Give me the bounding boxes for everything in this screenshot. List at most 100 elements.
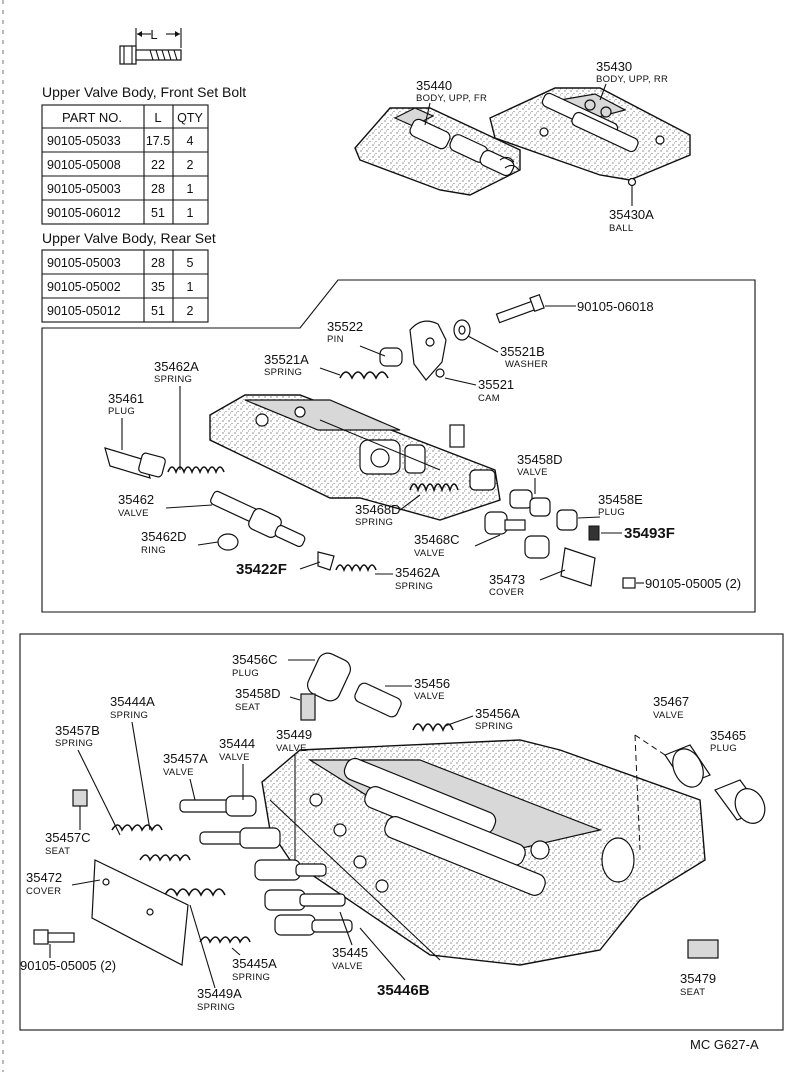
part-number: 35473 xyxy=(489,572,525,587)
part-name: SPRING xyxy=(154,374,192,385)
valve-35467 xyxy=(664,744,711,788)
part-number: 35445 xyxy=(332,945,368,960)
part-number: 35521B xyxy=(500,344,545,359)
rear-bolt-table xyxy=(41,249,209,323)
part-number: 35521A xyxy=(264,352,309,367)
part-number: 35462 xyxy=(118,492,154,507)
part-name: RING xyxy=(141,545,166,556)
bolt-hole xyxy=(146,908,154,916)
part-name: SEAT xyxy=(235,702,260,713)
part-number: 35444 xyxy=(219,736,255,751)
table-cell: 1 xyxy=(187,182,194,196)
middle-section-frame xyxy=(41,279,756,613)
part-name: SPRING xyxy=(110,710,148,721)
part-number: 35444A xyxy=(110,694,155,709)
spring xyxy=(339,371,389,380)
leader-line xyxy=(289,696,301,701)
table-cell: 2 xyxy=(187,304,194,318)
part-number: 35493F xyxy=(624,525,675,542)
part-name: PLUG xyxy=(108,406,135,417)
table-cell: 90105-06012 xyxy=(47,206,121,220)
leader-line xyxy=(467,335,499,353)
check-ball xyxy=(627,177,637,187)
front-table-title: Upper Valve Body, Front Set Bolt xyxy=(42,84,246,100)
part-name: PIN xyxy=(327,334,344,345)
leader-line xyxy=(197,541,219,546)
bolt-icon xyxy=(622,577,636,589)
leader-line xyxy=(77,749,121,836)
bolt-icon xyxy=(33,929,75,945)
part-number: 35449 xyxy=(276,727,312,742)
bolt-icon xyxy=(119,28,182,65)
part-number: 35430 xyxy=(596,59,632,74)
part-number: 35456 xyxy=(414,676,450,691)
leader-line xyxy=(339,911,353,946)
table-cell: 51 xyxy=(151,304,165,318)
leader-line xyxy=(539,569,566,581)
table-cell: 90105-05012 xyxy=(47,304,121,318)
table-cell: 5 xyxy=(187,256,194,270)
table-cell: 2 xyxy=(187,158,194,172)
spring xyxy=(167,466,225,475)
part-number: 35468C xyxy=(414,532,460,547)
valve-35468c xyxy=(484,511,550,559)
part-number: 35468D xyxy=(355,502,401,517)
part-name: SEAT xyxy=(680,987,705,998)
table-cell: 35 xyxy=(151,280,165,294)
part-number: 35457B xyxy=(55,723,100,738)
table-cell: 22 xyxy=(151,158,165,172)
valve-35458d xyxy=(509,489,551,517)
part-name: PLUG xyxy=(598,507,625,518)
part-name: VALVE xyxy=(517,467,548,478)
spring xyxy=(111,824,163,832)
plug-valve-35461 xyxy=(104,447,166,479)
part-name: CAM xyxy=(478,393,500,404)
table-cell: 17.5 xyxy=(146,134,170,148)
bolt-hole xyxy=(102,878,110,886)
table-cell: 28 xyxy=(151,256,165,270)
leader-line xyxy=(319,367,341,376)
part-name: PLUG xyxy=(232,668,259,679)
table-cell: 90105-05008 xyxy=(47,158,121,172)
part-number: 35430A xyxy=(609,207,654,222)
part-number: 35457A xyxy=(163,751,208,766)
bottom-section-frame xyxy=(19,633,784,1031)
part-name: VALVE xyxy=(219,752,250,763)
leader-line xyxy=(189,778,196,801)
rear-table-title: Upper Valve Body, Rear Set xyxy=(42,230,216,246)
leader-line xyxy=(359,927,406,981)
seat xyxy=(687,939,719,959)
table-cell: 1 xyxy=(187,280,194,294)
leader-line xyxy=(444,715,474,727)
leader-line xyxy=(71,879,101,886)
part-number: 35449A xyxy=(197,986,242,1001)
leader-line xyxy=(165,504,213,509)
part-name: SPRING xyxy=(232,972,270,983)
spring xyxy=(164,888,226,897)
part-name: PLUG xyxy=(710,743,737,754)
table-cell: 28 xyxy=(151,182,165,196)
plunger-valves xyxy=(179,795,353,936)
part-number: 35462A xyxy=(154,359,199,374)
leader-line xyxy=(599,83,607,101)
part-number: 35457C xyxy=(45,830,91,845)
part-number: 35446B xyxy=(377,982,430,999)
figure-code: MC G627-A xyxy=(690,1037,759,1052)
table-cell: 90105-05003 xyxy=(47,256,121,270)
table-cell: 4 xyxy=(187,134,194,148)
ring xyxy=(217,533,239,551)
part-name: SPRING xyxy=(264,367,302,378)
cam-plate xyxy=(409,319,471,381)
part-number: 90105-05005 (2) xyxy=(20,958,116,973)
table-cell: 90105-05003 xyxy=(47,182,121,196)
leader-line xyxy=(577,516,601,519)
part-number: 35445A xyxy=(232,956,277,971)
spring xyxy=(139,854,191,862)
leader-line xyxy=(474,534,501,547)
mid-bolt xyxy=(495,293,545,324)
part-number: 35467 xyxy=(653,694,689,709)
clip xyxy=(317,551,335,571)
leader-line xyxy=(634,734,666,756)
seat xyxy=(72,789,88,807)
seat xyxy=(300,693,316,721)
